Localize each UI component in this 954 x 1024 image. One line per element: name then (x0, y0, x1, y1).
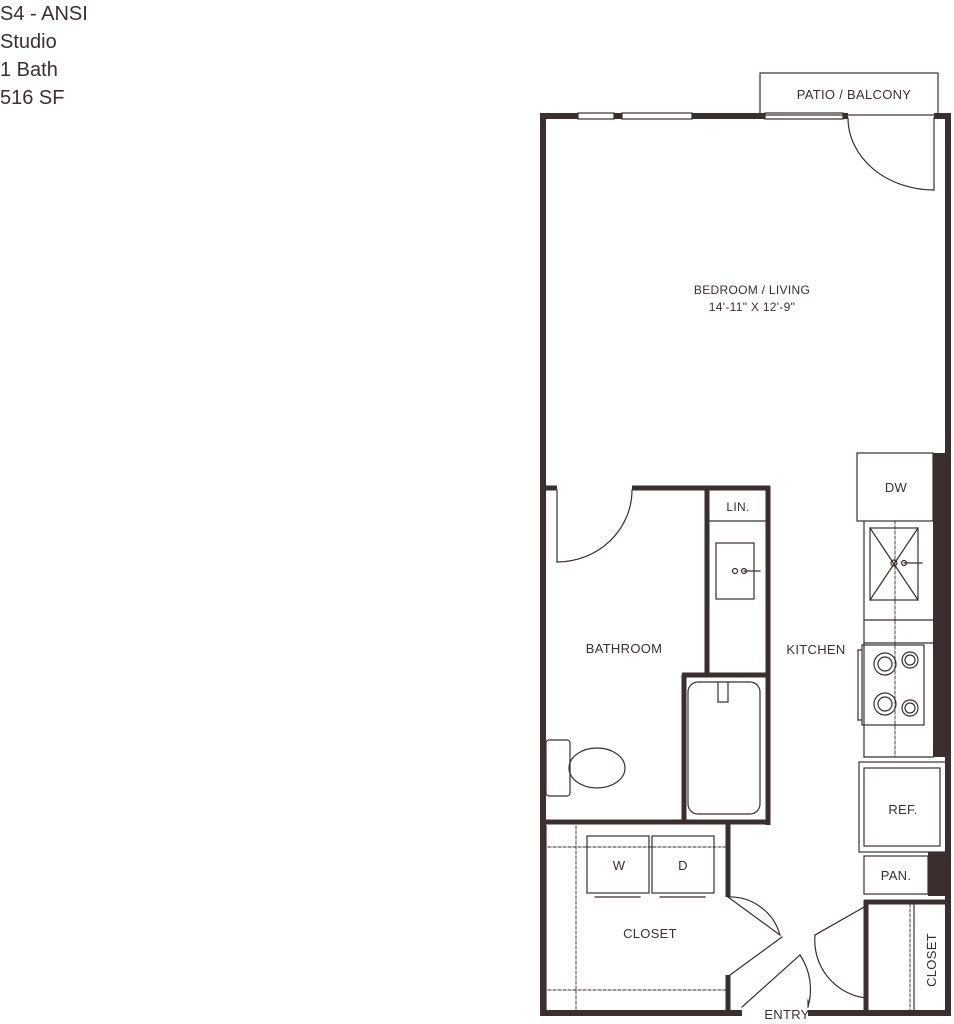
living-label: BEDROOM / LIVING (694, 283, 810, 297)
unit-area: 516 SF (0, 87, 65, 109)
living-dims: 14'-11" X 12'-9" (709, 300, 795, 314)
bathroom-sink (715, 542, 761, 600)
unit-type: Studio (0, 31, 57, 53)
kitchen-sink (869, 527, 923, 601)
patio-door (847, 117, 935, 191)
closet-shelves (547, 825, 727, 1011)
entry-closet-label: CLOSET (924, 933, 939, 987)
entry-closet (814, 899, 951, 1016)
exterior-walls (540, 113, 951, 1016)
pantry (863, 855, 929, 895)
closet-label: CLOSET (623, 926, 677, 941)
patio-label: PATIO / BALCONY (797, 87, 912, 102)
bathroom-walls (543, 485, 771, 825)
kitchen-label: KITCHEN (786, 642, 845, 657)
dryer (651, 835, 715, 898)
linen-label: LIN. (726, 500, 749, 514)
washer-label: W (613, 858, 626, 873)
dryer-label: D (678, 858, 688, 873)
entry-label: ENTRY (764, 1007, 809, 1022)
bathroom-door (556, 489, 633, 563)
stove (857, 644, 925, 726)
toilet (545, 739, 626, 797)
kitchen-back-wall (933, 453, 951, 757)
bathroom-label: BATHROOM (586, 641, 663, 656)
unit-name: S4 - ANSI (0, 3, 88, 25)
washer (586, 835, 650, 898)
entry-door (741, 954, 812, 1008)
closet-door (727, 896, 783, 976)
unit-baths: 1 Bath (0, 59, 58, 81)
pantry-label: PAN. (881, 868, 912, 883)
refrigerator-label: REF. (888, 802, 917, 817)
dishwasher-label: DW (885, 480, 908, 495)
patio-outline (759, 72, 939, 116)
refrigerator (858, 761, 948, 853)
unit-info: S4 - ANSI Studio 1 Bath 516 SF (0, 0, 88, 112)
bathtub (687, 681, 761, 815)
